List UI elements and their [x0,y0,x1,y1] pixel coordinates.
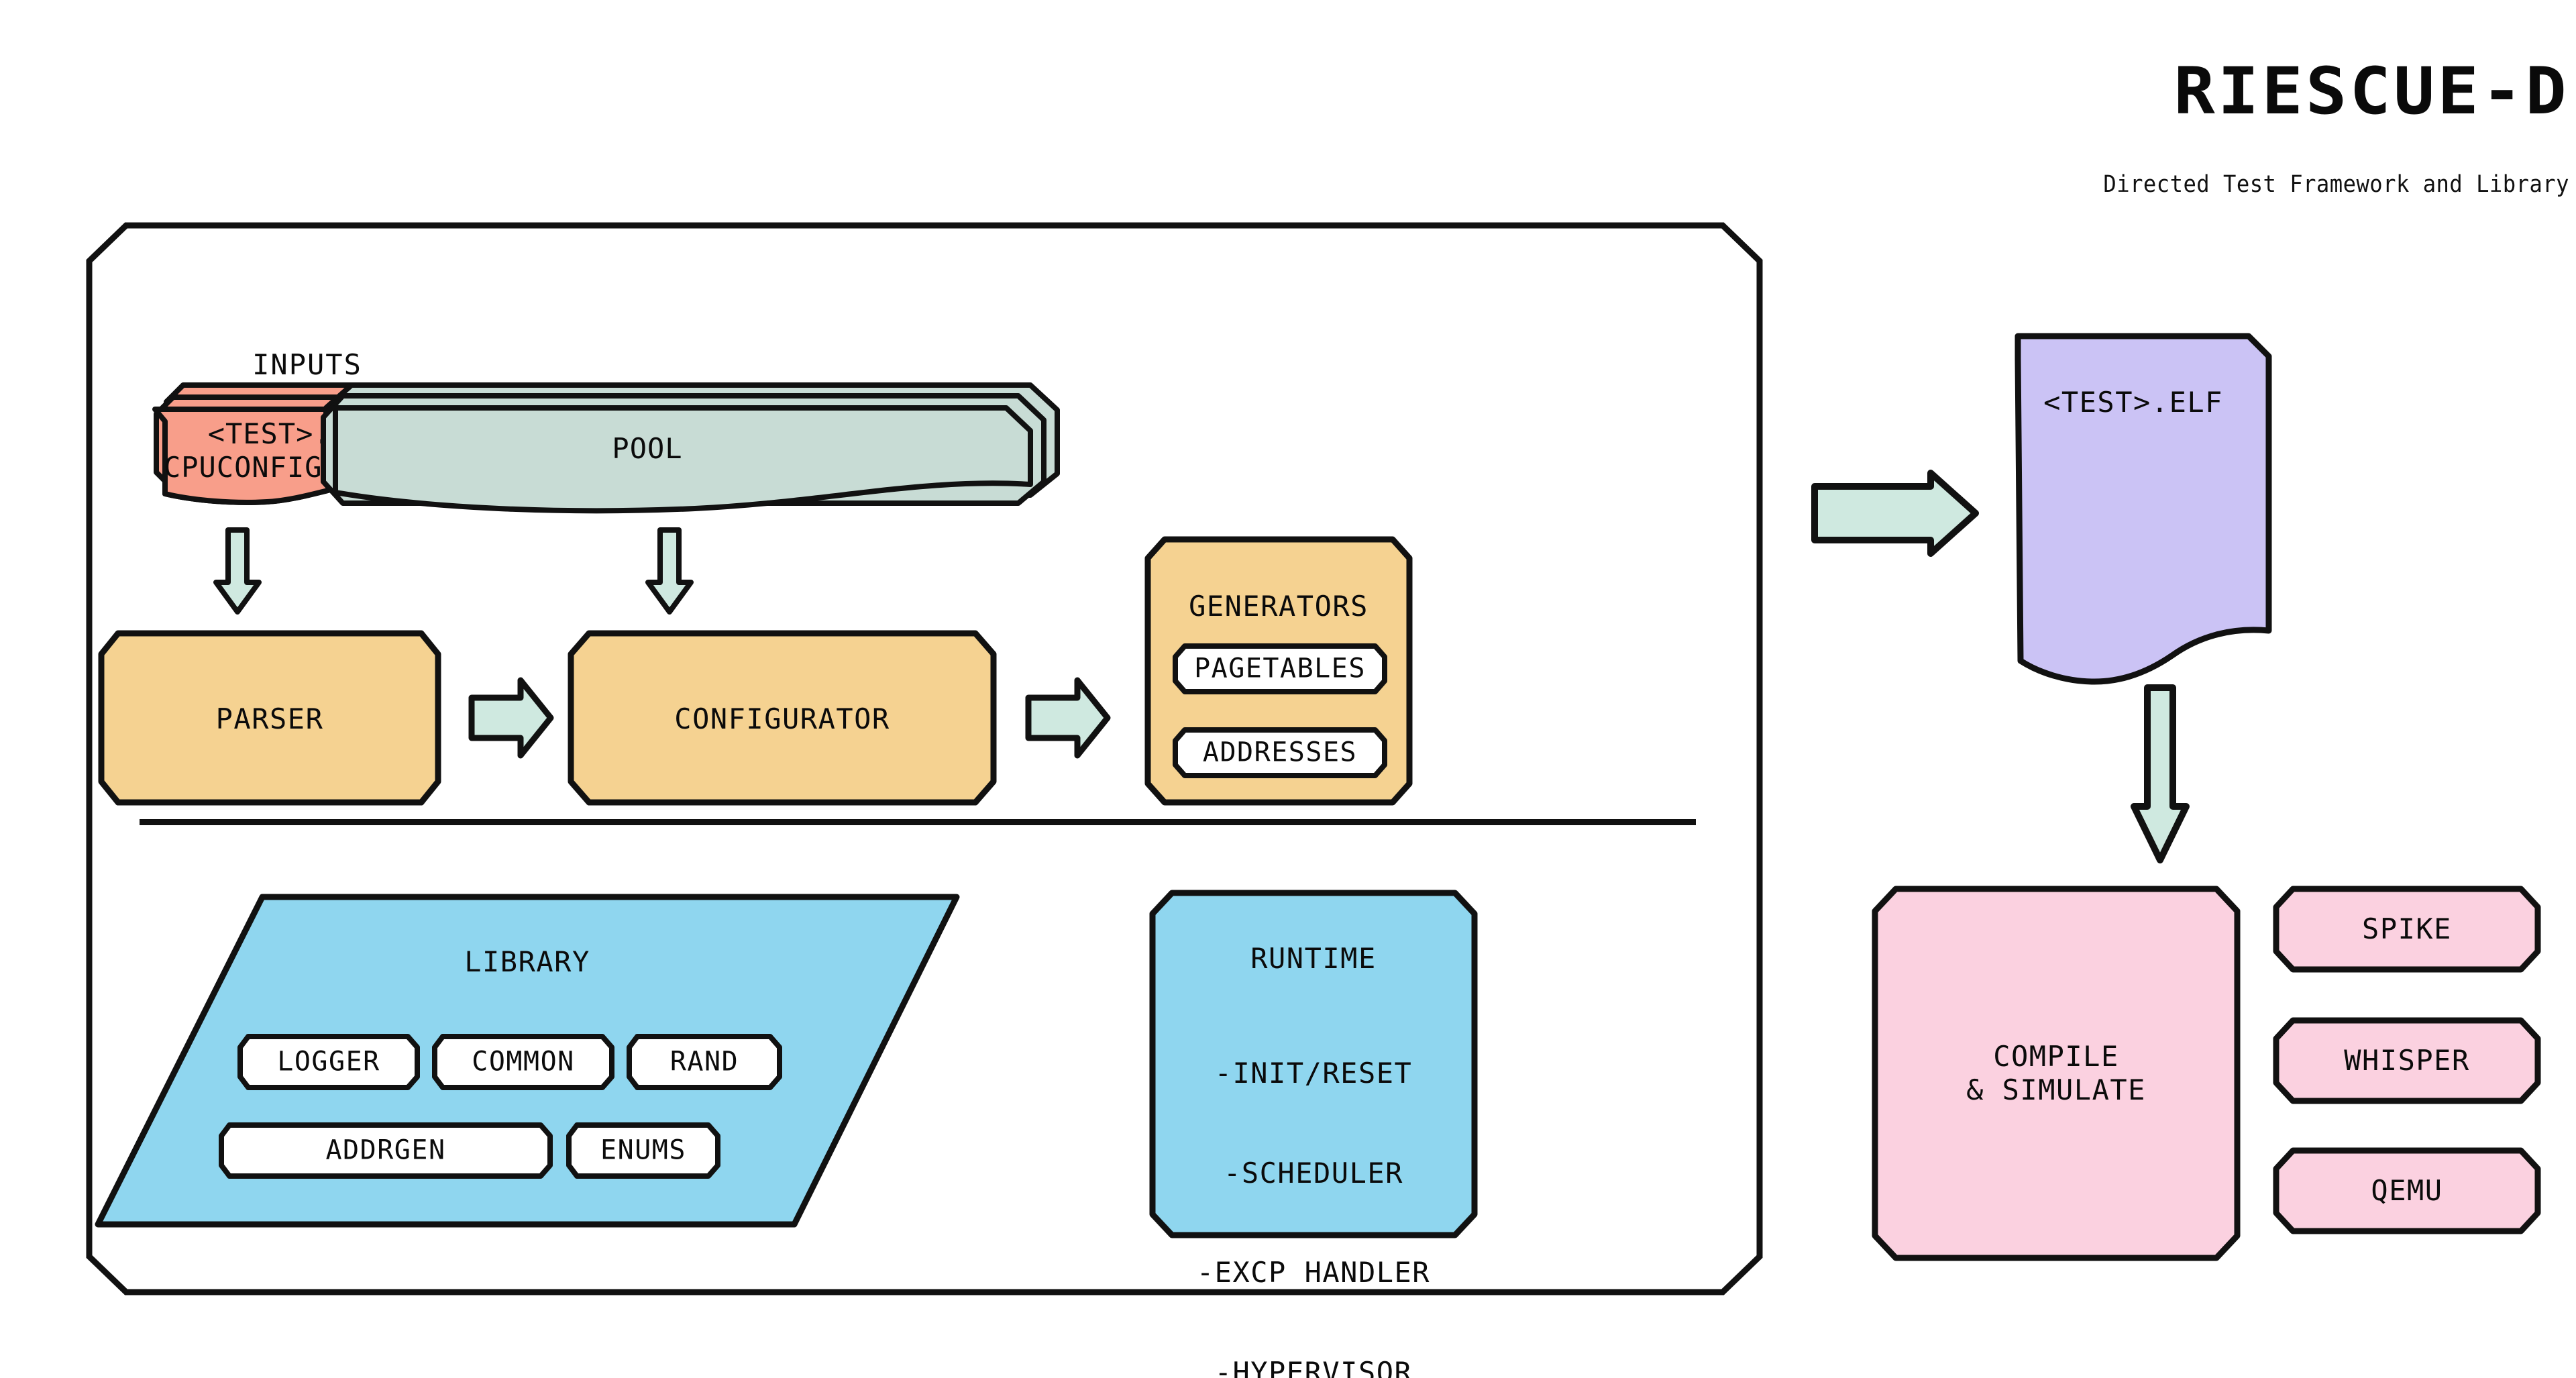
runtime-box[interactable]: RUNTIME -INIT/RESET -SCHEDULER -EXCP HAN… [1149,890,1478,1378]
library-item-logger[interactable]: LOGGER [237,1034,420,1090]
library-item-addrgen[interactable]: ADDRGEN [219,1122,553,1179]
page-subtitle: Directed Test Framework and Library [2103,171,2569,198]
elf-output-document[interactable]: <TEST>.ELF [1992,332,2274,688]
generators-item-addresses[interactable]: ADDRESSES [1173,727,1387,778]
library-item-enums[interactable]: ENUMS [566,1122,720,1179]
library-item-rand[interactable]: RAND [627,1034,782,1090]
page-title: RIESCUE-D [2174,54,2569,129]
simulator-spike[interactable]: SPIKE [2273,886,2541,973]
simulator-qemu[interactable]: QEMU [2273,1147,2541,1234]
arrow-generators-to-elf [1811,470,1979,557]
arrow-elf-to-compile [2130,684,2190,865]
library-item-common[interactable]: COMMON [432,1034,614,1090]
compile-simulate-box[interactable]: COMPILE & SIMULATE [1872,886,2241,1261]
parser-box[interactable]: PARSER [98,630,441,806]
section-divider [140,819,1696,825]
configurator-box[interactable]: CONFIGURATOR [568,630,997,806]
generators-box[interactable]: GENERATORS PAGETABLES ADDRESSES [1144,536,1413,806]
framework-container-outline [86,222,1763,1295]
runtime-item-hypervisor: -HYPERVISOR [1214,1356,1413,1378]
pool-document-stack[interactable]: POOL [319,380,1063,514]
simulator-whisper[interactable]: WHISPER [2273,1017,2541,1104]
generators-item-pagetables[interactable]: PAGETABLES [1173,643,1387,694]
library-block[interactable]: LIBRARY LOGGER COMMON RAND [91,893,963,1228]
framework-container: INPUTS <TEST>.S, CPUCONFIG.JSON [86,222,1763,1378]
